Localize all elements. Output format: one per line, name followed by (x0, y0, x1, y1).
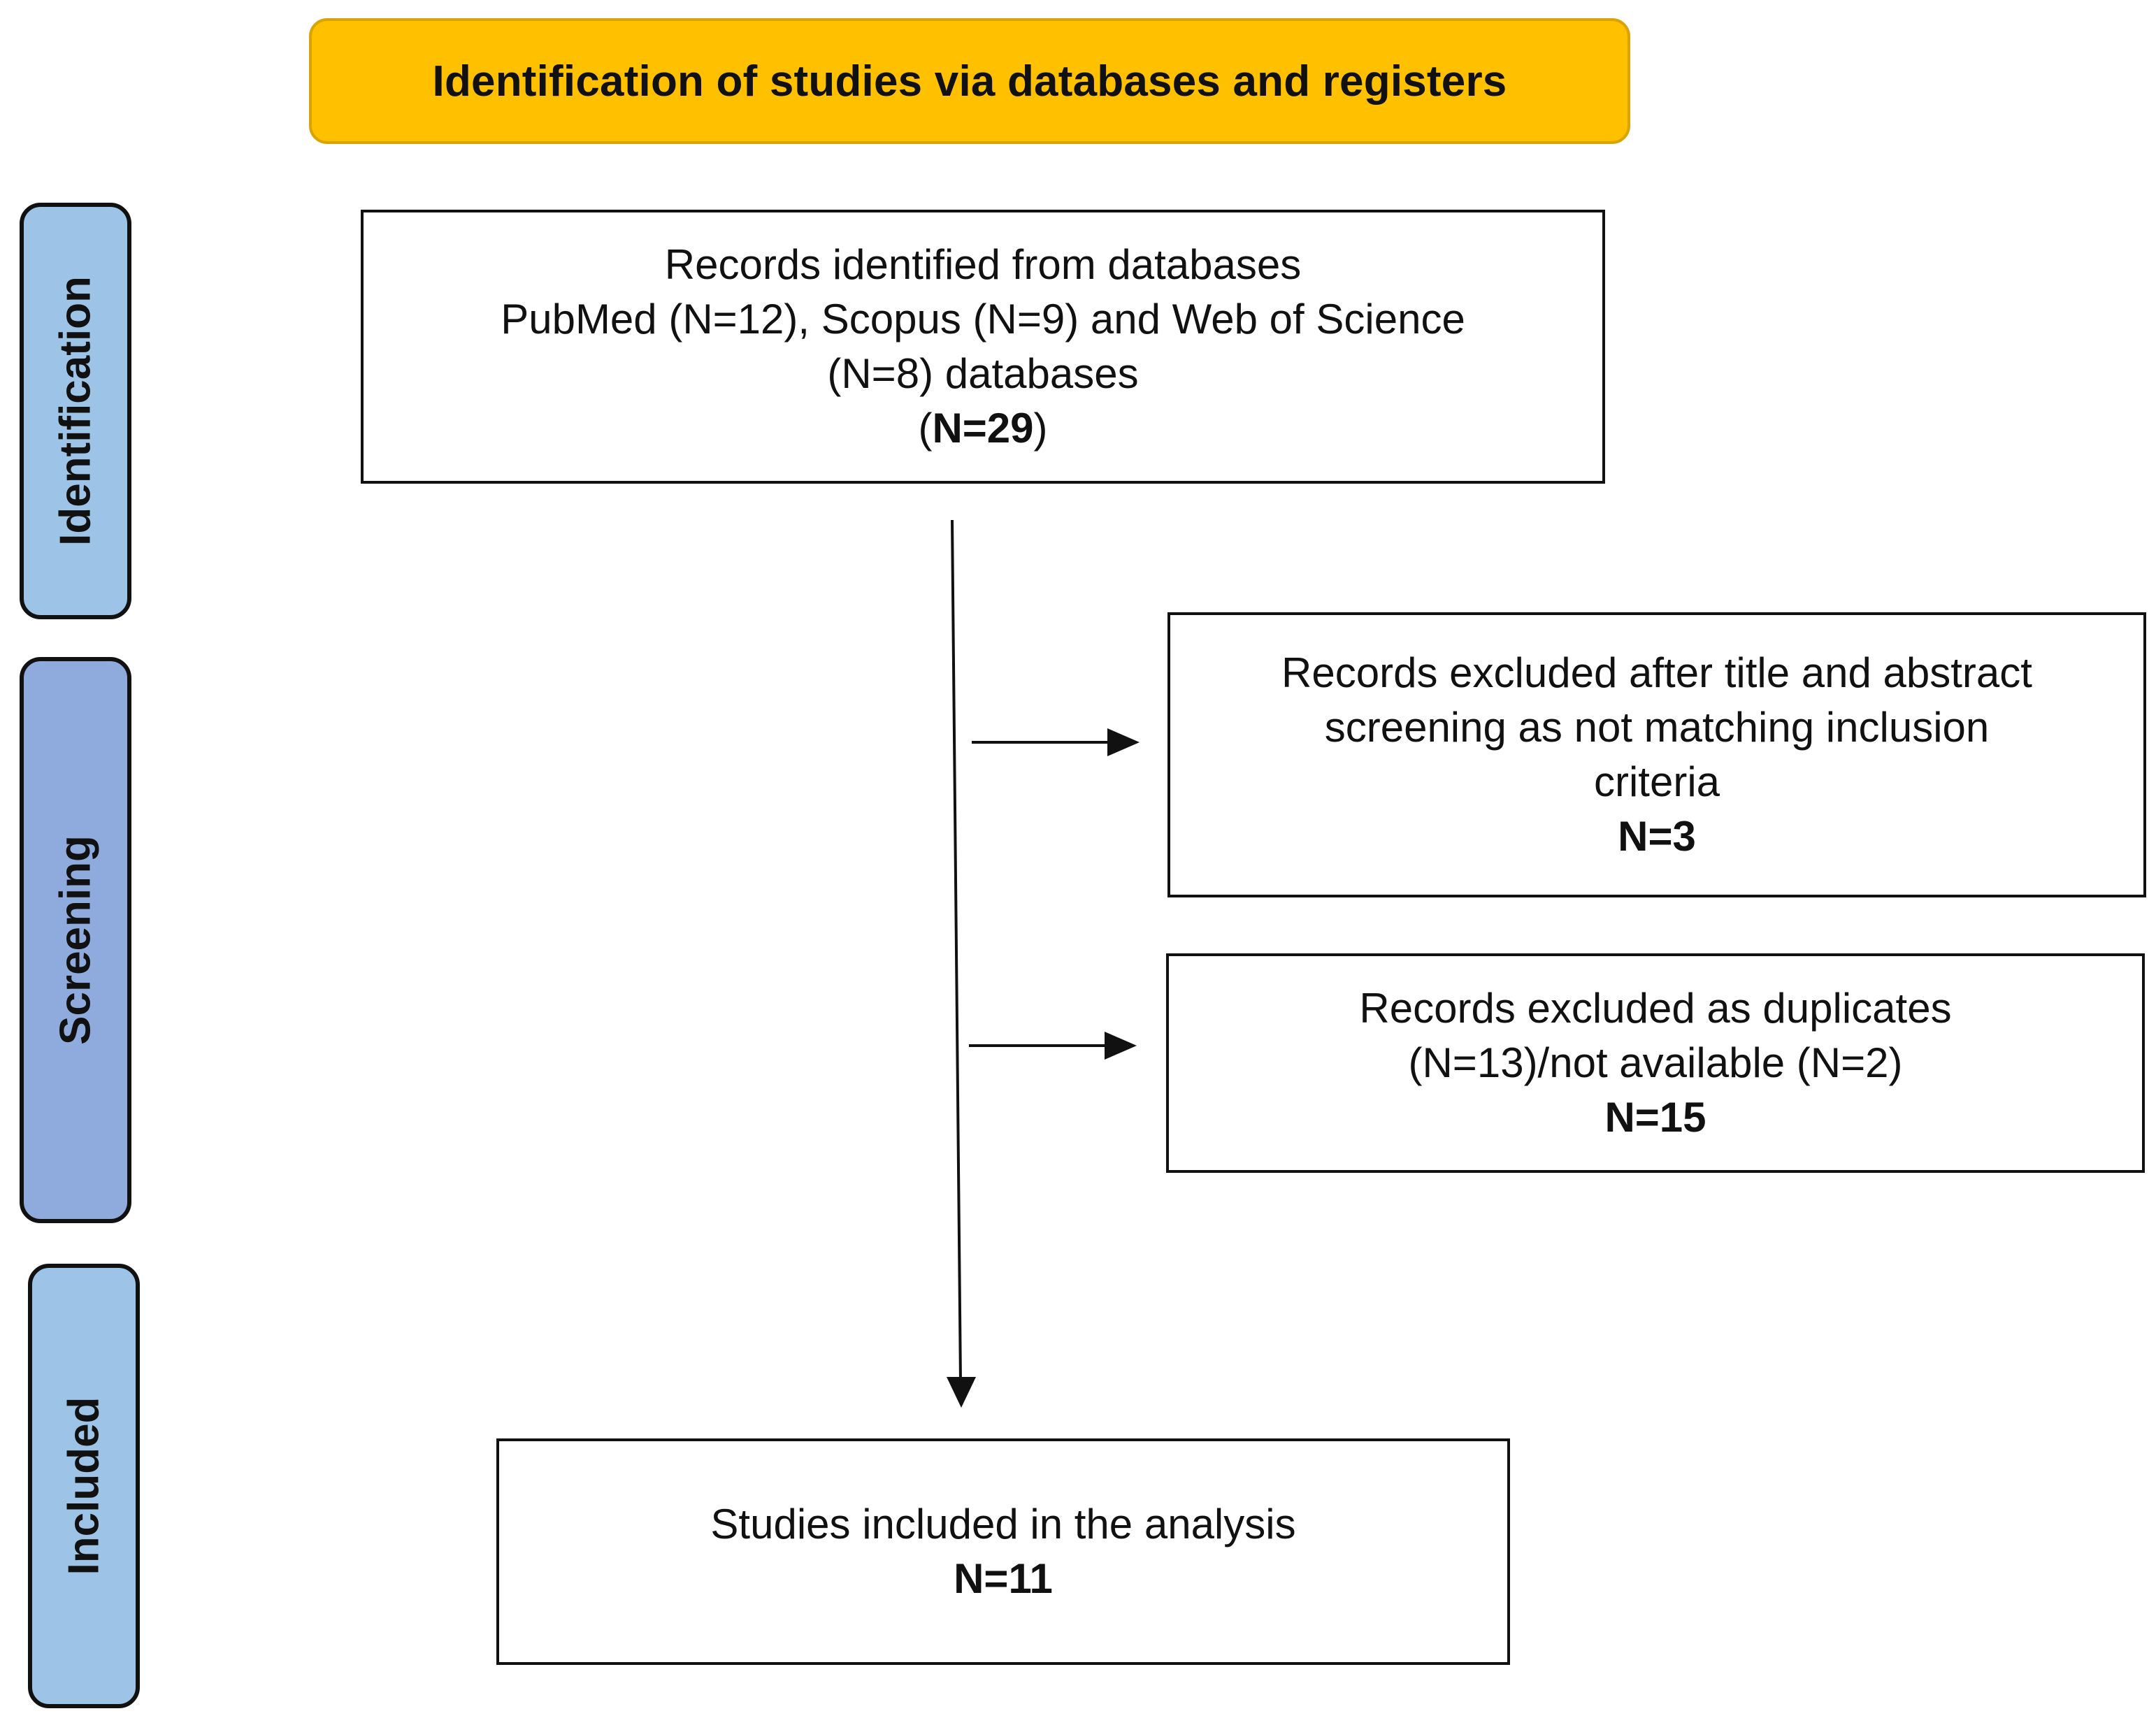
records-identified-line3: (N=8) databases (827, 350, 1139, 397)
screening-excluded-line2: screening as not matching inclusion (1324, 704, 1990, 751)
records-identified-count-line: (N=29) (918, 401, 1047, 456)
studies-included-line1: Studies included in the analysis (710, 1501, 1296, 1547)
screening-excluded-line3: criteria (1593, 758, 1720, 805)
stage-label-included: Included (28, 1264, 140, 1708)
duplicates-exclusion-arrowhead (1105, 1032, 1137, 1060)
records-identified-paren-open: ( (918, 405, 933, 452)
studies-included-box: Studies included in the analysis N=11 (496, 1438, 1510, 1665)
screening-excluded-box: Records excluded after title and abstrac… (1167, 612, 2146, 897)
duplicates-excluded-line2: (N=13)/not available (N=2) (1408, 1039, 1903, 1086)
duplicates-excluded-line1: Records excluded as duplicates (1359, 985, 1952, 1032)
main-flow-arrowhead (947, 1377, 976, 1408)
main-flow-line (951, 519, 962, 1383)
screening-exclusion-arrowhead (1107, 728, 1140, 756)
records-identified-line2: PubMed (N=12), Scopus (N=9) and Web of S… (501, 296, 1465, 342)
stage-label-identification: Identification (20, 203, 131, 619)
records-identified-box: Records identified from databases PubMed… (361, 210, 1605, 484)
screening-excluded-count: N=3 (1618, 813, 1696, 860)
header-title: Identification of studies via databases … (432, 57, 1507, 106)
records-identified-paren-close: ) (1033, 405, 1048, 452)
header-banner: Identification of studies via databases … (309, 18, 1630, 144)
duplicates-excluded-count: N=15 (1604, 1094, 1706, 1141)
studies-included-count: N=11 (954, 1555, 1053, 1602)
stage-label-screening: Screening (20, 657, 131, 1223)
screening-excluded-line1: Records excluded after title and abstrac… (1281, 649, 2032, 696)
duplicates-excluded-box: Records excluded as duplicates (N=13)/no… (1166, 953, 2145, 1173)
records-identified-line1: Records identified from databases (664, 241, 1302, 288)
records-identified-count: N=29 (932, 405, 1034, 452)
